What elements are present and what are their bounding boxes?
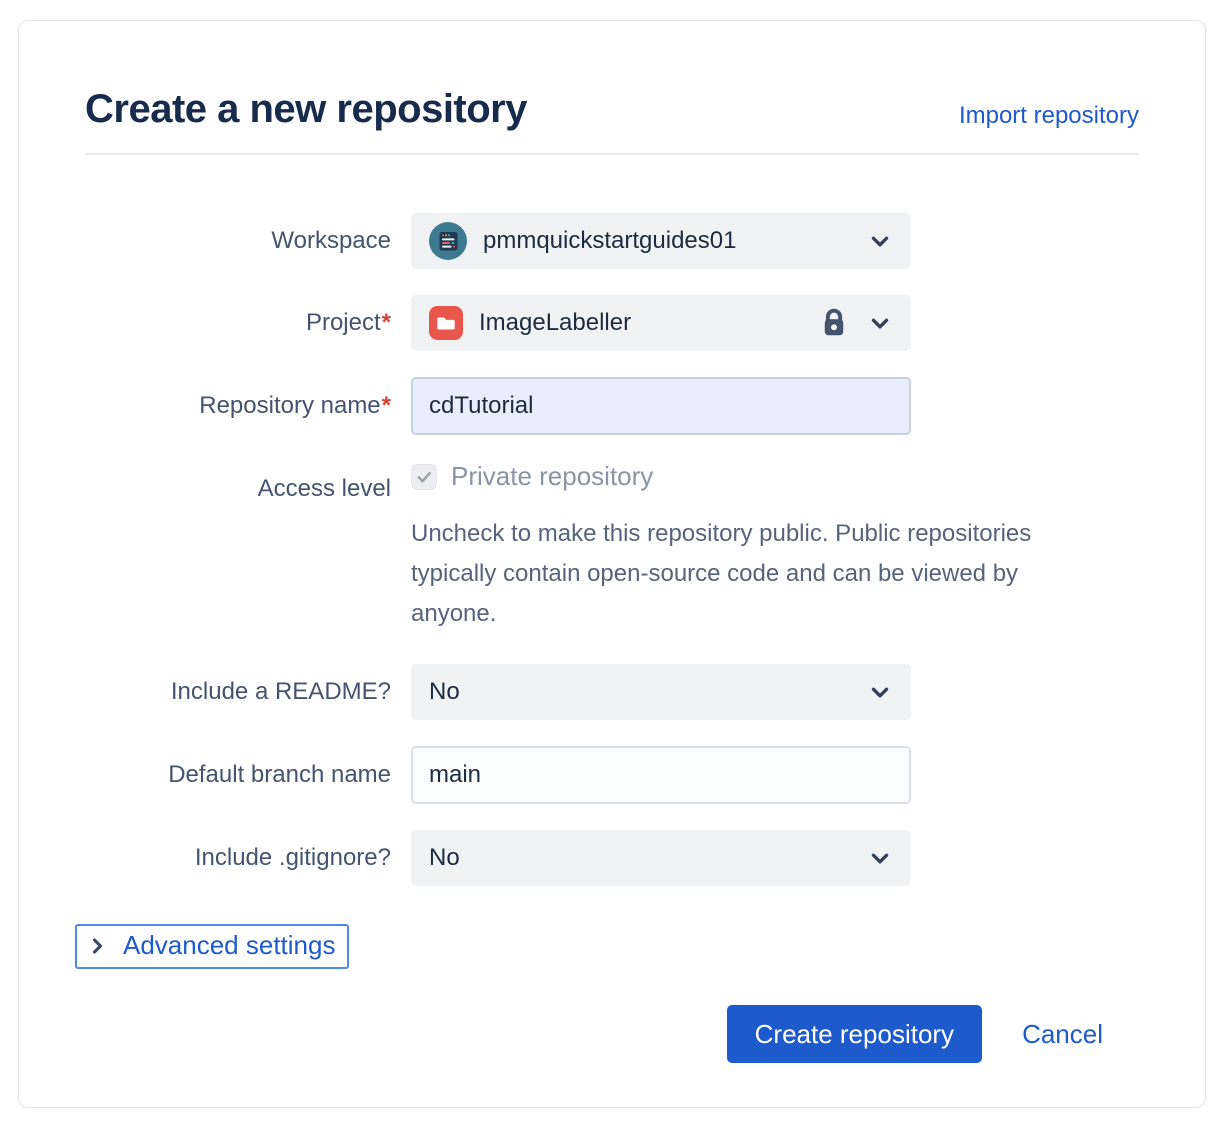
project-select[interactable]: ImageLabeller [411,295,911,351]
project-icon [429,306,463,340]
private-repository-option: Private repository [411,461,911,492]
cancel-button[interactable]: Cancel [1022,1018,1103,1049]
advanced-settings-label: Advanced settings [123,930,336,960]
access-level-help-text: Uncheck to make this repository public. … [411,520,1032,627]
include-readme-row: Include a README? No [85,664,1139,720]
chevron-right-icon [92,937,103,954]
dialog-header: Create a new repository Import repositor… [85,85,1139,133]
private-repository-label: Private repository [451,461,654,491]
default-branch-row: Default branch name [85,746,1139,804]
include-gitignore-select[interactable]: No [411,830,911,886]
dialog-actions: Create repository Cancel [85,1005,1139,1063]
workspace-value: pmmquickstartguides01 [483,227,737,254]
chevron-down-icon [871,318,889,329]
workspace-avatar [429,222,467,260]
header-divider [85,153,1139,155]
chevron-down-icon [871,236,889,247]
include-readme-select[interactable]: No [411,664,911,720]
workspace-row: Workspace pmmquickstartguides01 [85,213,1139,269]
required-asterisk: * [381,309,391,336]
page-title: Create a new repository [85,87,528,131]
private-repository-checkbox[interactable] [411,463,437,490]
workspace-select[interactable]: pmmquickstartguides01 [411,213,911,269]
include-readme-value: No [429,678,460,705]
create-repository-button[interactable]: Create repository [726,1005,983,1063]
chevron-down-icon [871,853,889,864]
project-value: ImageLabeller [479,309,632,336]
checkmark-icon [417,471,431,482]
default-branch-input[interactable] [411,746,911,804]
include-gitignore-row: Include .gitignore? No [85,830,1139,886]
repository-name-label: Repository name* [199,392,391,419]
project-row: Project* ImageLabeller [85,295,1139,351]
include-gitignore-label: Include .gitignore? [194,844,391,871]
access-level-label: Access level [257,475,391,502]
include-gitignore-value: No [429,844,460,871]
import-repository-link[interactable]: Import repository [958,102,1139,129]
default-branch-label: Default branch name [168,761,391,788]
lock-icon [824,308,844,336]
workspace-label: Workspace [271,227,391,254]
access-level-row: Access level Private repository Uncheck … [85,461,1139,664]
project-label: Project* [305,309,391,336]
repository-name-row: Repository name* [85,377,1139,435]
chevron-down-icon [871,687,889,698]
repository-name-input[interactable] [411,377,911,435]
create-repository-dialog: Create a new repository Import repositor… [18,20,1206,1108]
required-asterisk: * [381,392,391,419]
include-readme-label: Include a README? [170,678,391,705]
advanced-settings-toggle[interactable]: Advanced settings [75,924,350,969]
